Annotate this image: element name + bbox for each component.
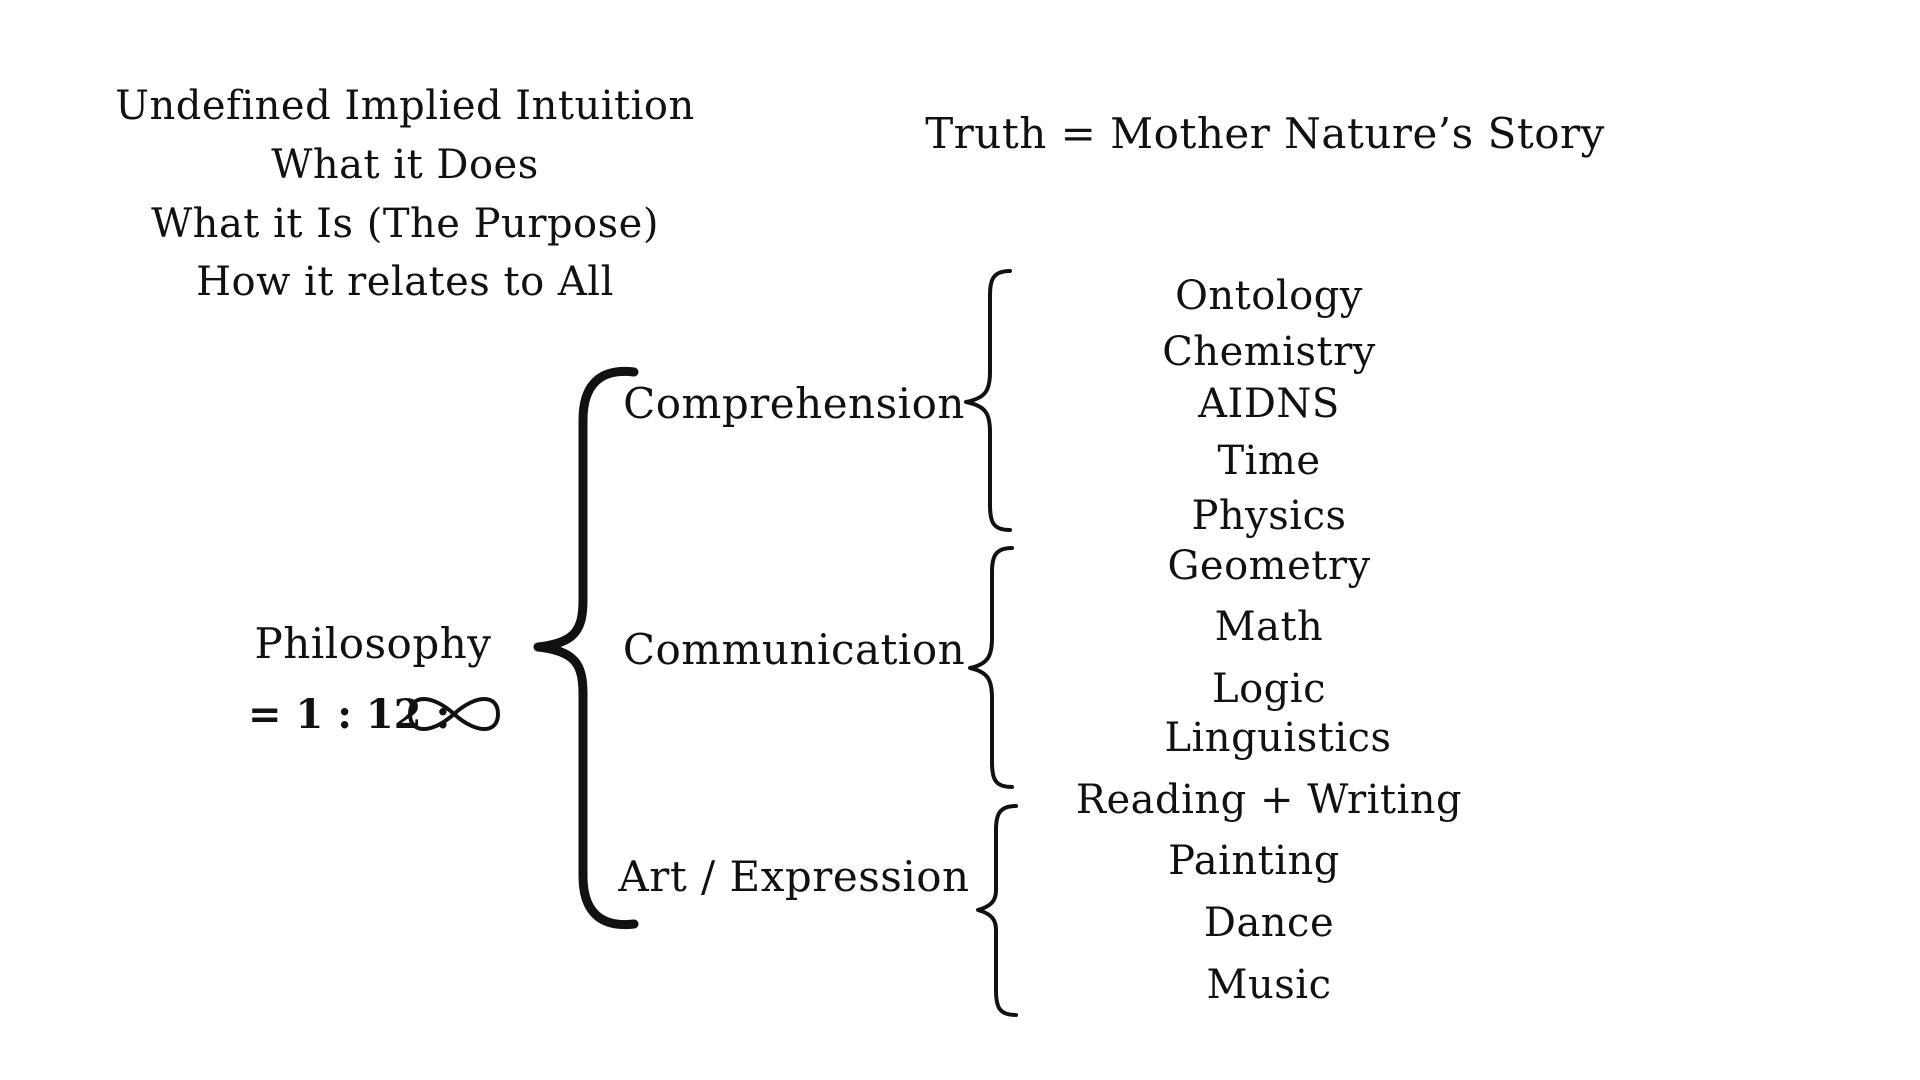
leaf-math: Math [1214, 604, 1324, 650]
intuition-line-3: What it Is (The Purpose) [151, 201, 659, 247]
leaf-music: Music [1206, 962, 1332, 1008]
leaf-geometry: Geometry [1167, 543, 1371, 589]
leaf-ontology: Ontology [1175, 273, 1363, 319]
intuition-line-1: Undefined Implied Intuition [115, 83, 695, 129]
main-brace [533, 366, 639, 930]
leaf-aidns: AIDNS [1198, 381, 1340, 427]
leaf-reading-writing: Reading + Writing [1075, 777, 1463, 823]
leaf-dance: Dance [1203, 900, 1335, 946]
communication-brace [968, 546, 1014, 789]
branch-communication: Communication [622, 625, 966, 674]
leaf-chemistry: Chemistry [1162, 329, 1376, 375]
intuition-line-4: How it relates to All [196, 259, 614, 305]
leaf-painting: Painting [1168, 838, 1340, 884]
diagram-title: Truth = Mother Nature’s Story [925, 109, 1605, 158]
infinity-icon [407, 697, 501, 731]
branch-comprehension: Comprehension [623, 379, 965, 428]
intuition-line-2: What it Does [271, 142, 539, 188]
comprehension-brace [964, 269, 1012, 532]
branch-art-expression: Art / Expression [618, 852, 970, 901]
leaf-physics: Physics [1191, 493, 1347, 539]
leaf-logic: Logic [1212, 666, 1326, 712]
leaf-linguistics: Linguistics [1164, 715, 1392, 761]
leaf-time: Time [1217, 438, 1321, 484]
root-label: Philosophy [254, 619, 492, 668]
art-brace [976, 804, 1018, 1017]
